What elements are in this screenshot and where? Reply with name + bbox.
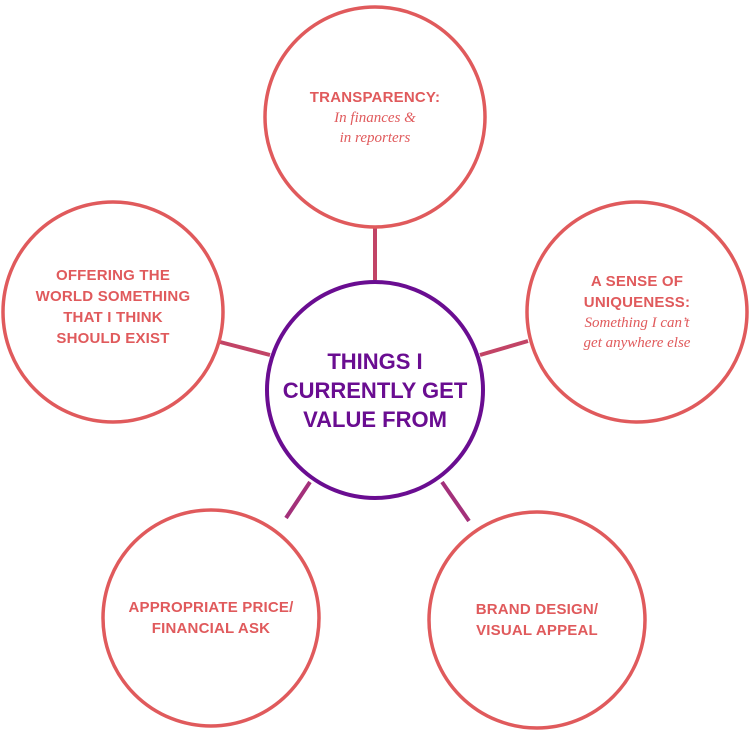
node-uniqueness: A SENSE OF UNIQUENESS: Something I can’t… [537,252,737,372]
node-transparency: TRANSPARENCY: In finances & in reporters [275,67,475,167]
node-price-heading: APPROPRIATE PRICE/ FINANCIAL ASK [128,599,294,637]
center-title: THINGS I CURRENTLY GET VALUE FROM [282,348,468,432]
node-transparency-subtext: In finances & in reporters [334,109,416,146]
node-brand-heading: BRAND DESIGN/ VISUAL APPEAL [475,601,599,639]
connector-brand [440,480,471,523]
node-offering-heading: OFFERING THE WORLD SOMETHING THAT I THIN… [35,267,191,347]
center-label: THINGS I CURRENTLY GET VALUE FROM [275,340,475,440]
node-offering-circle [1,200,225,424]
node-uniqueness-heading: A SENSE OF UNIQUENESS: [583,273,691,311]
node-brand-circle [427,510,647,730]
node-transparency-circle [263,5,487,229]
node-uniqueness-subtext: Something I can’t get anywhere else [583,315,691,351]
node-price: APPROPRIATE PRICE/ FINANCIAL ASK [101,590,321,646]
connector-price [284,480,312,520]
connector-uniqueness [479,339,529,357]
node-offering: OFFERING THE WORLD SOMETHING THAT I THIN… [13,252,213,362]
node-brand: BRAND DESIGN/ VISUAL APPEAL [437,592,637,648]
connector-offering [219,340,271,357]
center-circle [265,280,485,500]
node-uniqueness-circle [525,200,749,424]
node-transparency-heading: TRANSPARENCY: [309,88,441,106]
node-price-circle [101,508,321,728]
